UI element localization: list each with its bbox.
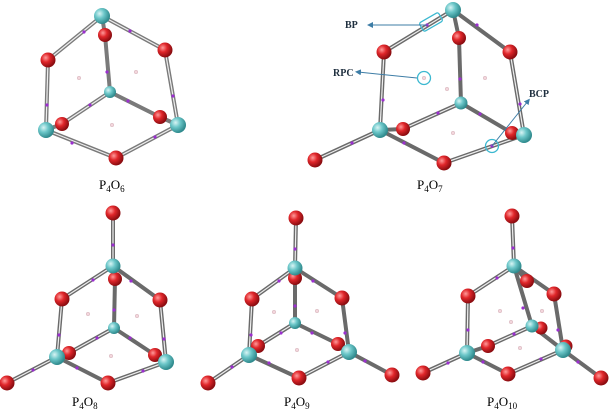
svg-text:BCP: BCP [529,89,549,100]
molecule-label-p4o9: P4O9 [284,394,310,410]
molecule-p4o9: P4O9 [200,210,400,410]
molecule-label-p4o8: P4O8 [72,394,98,410]
molecule-p4o10: P4O10 [415,208,609,410]
svg-text:BP: BP [345,20,358,31]
molecule-p4o7: BP RPC BCP P4O7 [307,2,549,194]
molecule-p4o6: P4O6 [38,8,186,194]
molecule-label-p4o6: P4O6 [99,177,125,194]
annotation-rpc: RPC [333,68,432,86]
annotation-bp: BP [345,12,443,32]
molecule-label-p4o7: P4O7 [417,177,443,194]
annotation-bcp: BCP [484,89,549,154]
molecule-p4o8: P4O8 [0,205,174,410]
molecule-label-p4o10: P4O10 [487,394,518,410]
svg-text:RPC: RPC [333,68,354,79]
